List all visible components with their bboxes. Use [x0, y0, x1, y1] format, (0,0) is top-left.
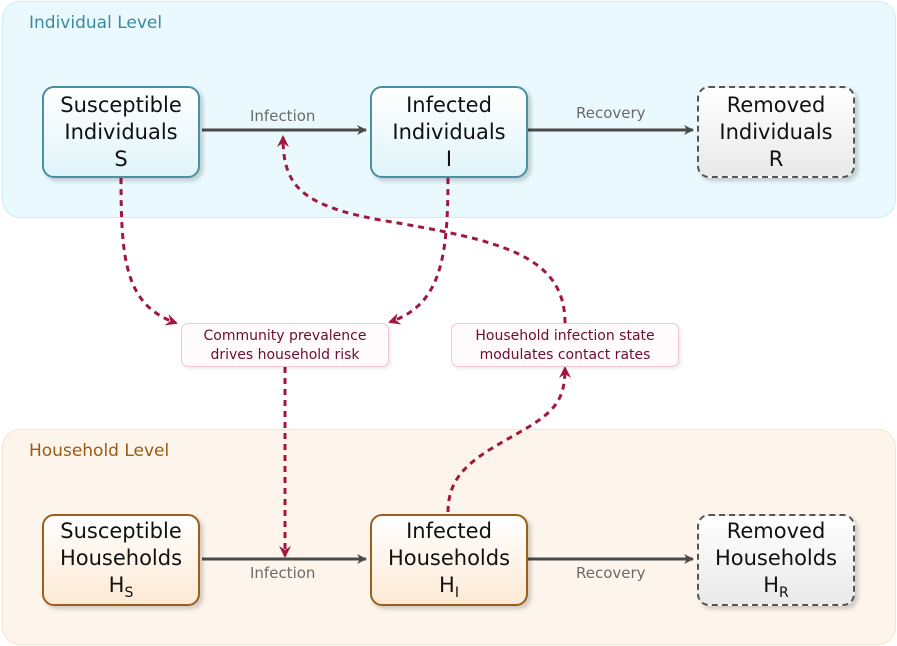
node-label-line1: Susceptible — [60, 92, 182, 117]
coupling-arrow-household-note-to-infection — [277, 135, 567, 324]
node-symbol-subscript: S — [124, 585, 134, 601]
node-label-line1: Infected — [406, 92, 492, 117]
node-symbol: R — [768, 146, 784, 171]
node-symbol-subscript: R — [779, 585, 789, 601]
node-infected-households: Infected Households HI — [370, 514, 528, 606]
note-household-infection-state: Household infection state modulates cont… — [451, 323, 679, 367]
individual-level-title: Individual Level — [29, 13, 163, 33]
note-line2: drives household risk — [210, 347, 360, 363]
note-line1: Community prevalence — [203, 328, 367, 344]
node-symbol: HR — [763, 572, 789, 602]
node-label-line2: Individuals — [719, 119, 833, 144]
household-level-title: Household Level — [29, 441, 170, 461]
note-line1: Household infection state — [475, 328, 655, 344]
node-label-line2: Households — [387, 546, 511, 570]
coupling-arrow-i-to-community — [388, 177, 450, 325]
node-symbol: I — [445, 146, 453, 171]
node-susceptible-individuals: Susceptible Individuals S — [42, 86, 200, 178]
node-symbol: HS — [109, 572, 134, 602]
node-label-line1: Removed — [726, 519, 826, 543]
node-label-line2: Households — [59, 546, 183, 570]
node-label-line1: Removed — [726, 92, 826, 117]
node-label-line2: Individuals — [392, 119, 506, 144]
edge-label-recovery-household: Recovery — [576, 564, 646, 582]
note-line2: modulates contact rates — [479, 347, 651, 363]
node-symbol: S — [114, 146, 128, 171]
node-symbol-subscript: I — [454, 585, 459, 601]
node-label-line2: Individuals — [64, 119, 178, 144]
node-symbol-main: H — [108, 573, 125, 597]
node-susceptible-households: Susceptible Households HS — [42, 514, 200, 606]
edge-label-infection-individual: Infection — [250, 107, 316, 125]
coupling-arrow-hi-to-household-note — [446, 366, 571, 513]
edge-label-recovery-individual: Recovery — [576, 104, 646, 122]
coupling-arrow-s-to-community — [119, 177, 178, 326]
node-removed-individuals: Removed Individuals R — [697, 86, 855, 178]
node-infected-individuals: Infected Individuals I — [370, 86, 528, 178]
node-label-line1: Infected — [406, 519, 492, 543]
node-label-line1: Susceptible — [60, 519, 182, 543]
node-symbol-main: H — [439, 573, 455, 597]
node-symbol: HI — [439, 572, 459, 602]
edge-label-infection-household: Infection — [250, 564, 316, 582]
node-label-line2: Households — [714, 546, 838, 570]
note-community-prevalence: Community prevalence drives household ri… — [181, 323, 389, 367]
node-removed-households: Removed Households HR — [697, 514, 855, 606]
node-symbol-main: H — [763, 573, 780, 597]
